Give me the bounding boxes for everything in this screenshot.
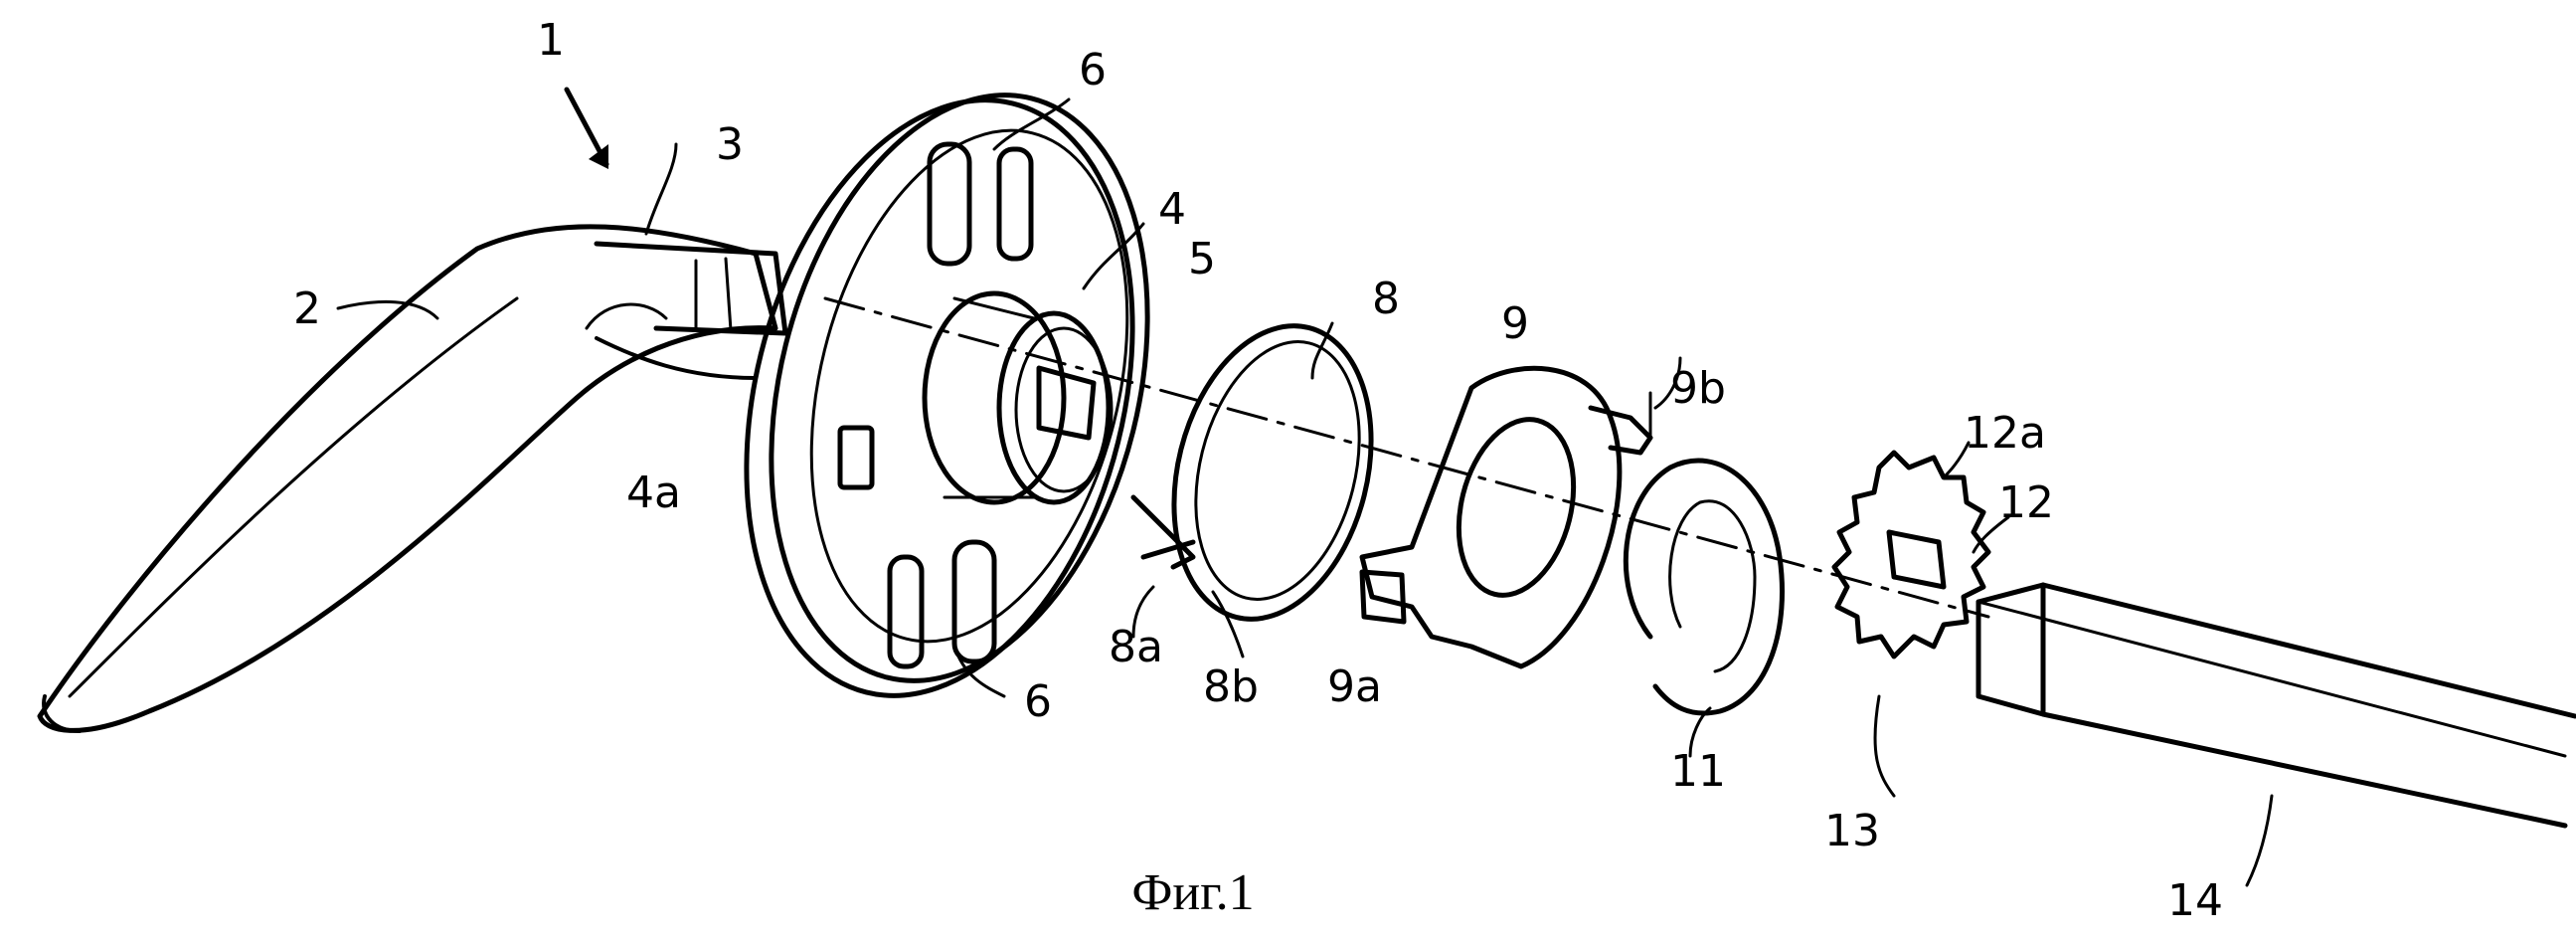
ref-label-12: 12 (1998, 477, 2054, 528)
ref-label-9a: 9a (1327, 661, 1382, 712)
ref-label-3: 3 (716, 119, 744, 170)
ref-label-8: 8 (1372, 274, 1400, 324)
tab-4a (840, 428, 872, 487)
ref-label-14: 14 (2167, 875, 2223, 926)
ref-label-8a: 8a (1109, 622, 1163, 672)
ref-label-9b: 9b (1670, 363, 1726, 414)
cam-plate (1362, 368, 1650, 666)
ref-label-11: 11 (1670, 746, 1726, 797)
ref-label-4: 4 (1158, 184, 1186, 235)
square-shaft (1978, 585, 2575, 826)
upper-slot (930, 144, 969, 264)
spring-ring (1133, 304, 1400, 640)
ref-label-13: 13 (1824, 806, 1880, 856)
ref-label-9: 9 (1501, 298, 1529, 349)
ref-label-2: 2 (293, 283, 321, 334)
figure-caption: Фиг.1 (994, 863, 1392, 922)
ref-label-1: 1 (537, 15, 565, 66)
cam-tab-9b (1591, 408, 1650, 453)
lower-slot (954, 542, 994, 661)
hub-spindle (925, 293, 1112, 502)
split-ring (1626, 461, 1782, 713)
ref-label-12a: 12a (1964, 408, 2046, 459)
ref-label-4a: 4a (626, 468, 681, 518)
ref-label-5: 5 (1188, 234, 1216, 284)
washer-center-hole-13 (1889, 532, 1944, 587)
ref-label-6-top: 6 (1079, 45, 1107, 95)
toothed-washer (1834, 453, 1988, 657)
assembly-axis (825, 298, 1988, 617)
ref-label-6-bottom: 6 (1024, 676, 1052, 727)
ref-label-8b: 8b (1203, 661, 1259, 712)
